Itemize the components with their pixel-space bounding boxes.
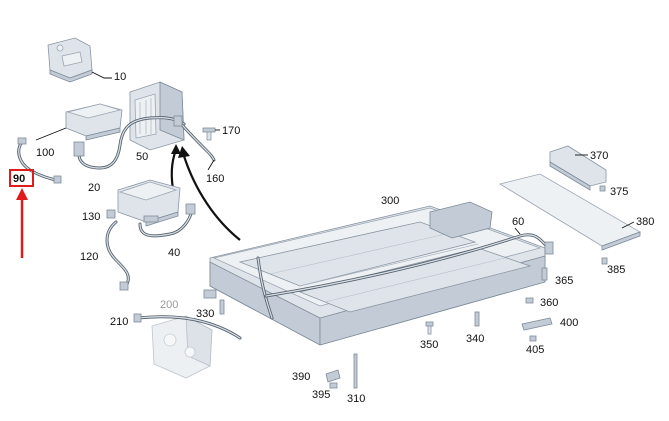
red-arrow-icon [16, 188, 28, 258]
part-130-connector-illustration[interactable] [106, 209, 116, 219]
callout-380[interactable]: 380 [636, 216, 654, 228]
callout-160[interactable]: 160 [206, 173, 224, 185]
part-330-bolt-illustration[interactable] [219, 299, 225, 315]
callout-340[interactable]: 340 [466, 333, 484, 345]
part-120-cable-illustration[interactable] [105, 220, 130, 291]
part-350-bolt-illustration[interactable] [425, 321, 434, 335]
part-10-module-illustration[interactable] [47, 37, 93, 83]
part-300-battery-housing-illustration[interactable] [203, 201, 554, 346]
callout-10[interactable]: 10 [114, 71, 126, 83]
callout-50[interactable]: 50 [136, 151, 148, 163]
assembly-arrows [170, 144, 241, 241]
callout-390[interactable]: 390 [292, 371, 310, 383]
callout-130[interactable]: 130 [82, 211, 100, 223]
leader-380 [621, 221, 635, 229]
part-400-clip-illustration[interactable] [521, 317, 553, 331]
part-385-screw-illustration[interactable] [601, 257, 608, 265]
callout-100[interactable]: 100 [36, 147, 54, 159]
part-390-connector-illustration[interactable] [325, 369, 341, 383]
part-380-cover-plate-illustration[interactable] [498, 173, 641, 251]
part-405-nut-illustration[interactable] [529, 335, 537, 342]
callout-170[interactable]: 170 [222, 125, 240, 137]
part-360-nut-illustration[interactable] [525, 297, 534, 304]
callout-405[interactable]: 405 [526, 344, 544, 356]
part-395-clip-illustration[interactable] [329, 382, 338, 389]
part-365-bolt-illustration[interactable] [541, 267, 548, 281]
leader-60 [514, 227, 521, 235]
callout-365[interactable]: 365 [555, 275, 573, 287]
callout-330[interactable]: 330 [196, 308, 214, 320]
callout-370[interactable]: 370 [590, 150, 608, 162]
part-340-bolt-illustration[interactable] [474, 311, 480, 327]
callout-300[interactable]: 300 [381, 195, 399, 207]
part-210-cable-illustration[interactable] [133, 313, 242, 340]
part-170-bolt-illustration[interactable] [202, 127, 216, 141]
part-20-cable-illustration[interactable] [73, 116, 186, 170]
part-370-bracket-illustration[interactable] [549, 145, 607, 191]
callout-210[interactable]: 210 [110, 316, 128, 328]
selected-part-highlight-box [9, 169, 34, 187]
callout-90[interactable]: 90 [13, 173, 25, 185]
callout-60[interactable]: 60 [512, 216, 524, 228]
callout-40[interactable]: 40 [168, 247, 180, 259]
callout-20[interactable]: 20 [88, 182, 100, 194]
callout-360[interactable]: 360 [540, 297, 558, 309]
leader-160 [207, 159, 215, 171]
part-310-bolt-illustration[interactable] [353, 353, 358, 389]
leader-100 [35, 127, 67, 141]
callout-310[interactable]: 310 [347, 393, 365, 405]
callout-350[interactable]: 350 [420, 339, 438, 351]
callout-400[interactable]: 400 [560, 317, 578, 329]
callout-395[interactable]: 395 [312, 389, 330, 401]
part-160-cable-illustration[interactable] [173, 115, 216, 162]
callout-385[interactable]: 385 [607, 264, 625, 276]
callout-120[interactable]: 120 [80, 251, 98, 263]
part-100-module-illustration[interactable] [65, 103, 123, 141]
callout-200[interactable]: 200 [160, 299, 178, 311]
part-375-screw-illustration[interactable] [599, 185, 606, 192]
part-40-module-illustration[interactable] [117, 179, 196, 238]
callout-375[interactable]: 375 [610, 186, 628, 198]
part-200-unit-illustration[interactable] [151, 315, 213, 379]
leader-10 [91, 71, 112, 79]
